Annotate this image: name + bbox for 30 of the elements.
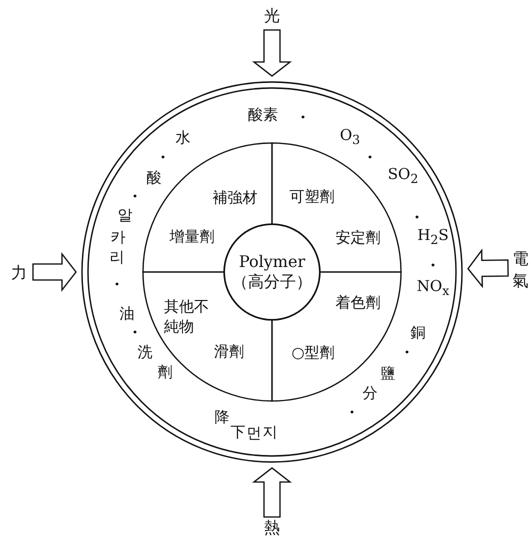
- ring-label: 酸: [146, 170, 162, 186]
- ring-label: 水: [176, 130, 190, 146]
- block-arrow: [467, 248, 509, 288]
- ring-label: 油: [120, 306, 134, 322]
- additive-label: 補強材: [212, 190, 258, 206]
- ring-label: 銅: [410, 326, 426, 340]
- block-arrow: [252, 29, 292, 77]
- block-arrow: [32, 252, 77, 292]
- factor-label: 光: [262, 6, 282, 26]
- ring-label: NO$_{x}$: [416, 278, 450, 298]
- block-arrow: [252, 467, 292, 518]
- factor-label: 熱: [262, 518, 282, 538]
- polymer-circle: Polymer （高分子）: [224, 224, 320, 320]
- ring-label: 降下먼지: [214, 410, 278, 440]
- additive-label: 安定劑: [336, 230, 380, 246]
- factor-label: 力: [9, 263, 29, 283]
- ring-label: 洗劑: [138, 344, 172, 380]
- ring-label: O$_{3}$: [340, 128, 360, 146]
- ring-label: 鹽分: [362, 366, 396, 400]
- additive-label: 其他不純物: [164, 298, 210, 336]
- additive-label: ○型劑: [291, 346, 335, 360]
- ring-label: H$_{2}$S: [417, 228, 449, 246]
- ring-label: 알카리: [110, 208, 132, 264]
- additive-label: 滑劑: [214, 344, 244, 360]
- ring-label: 酸素: [248, 108, 278, 122]
- factor-label: 電氣: [512, 248, 529, 292]
- additive-label: 增量劑: [170, 230, 214, 244]
- additive-label: 可塑劑: [290, 190, 334, 204]
- ring-label: SO$_{2}$: [388, 166, 418, 186]
- additive-label: 着色劑: [336, 296, 380, 310]
